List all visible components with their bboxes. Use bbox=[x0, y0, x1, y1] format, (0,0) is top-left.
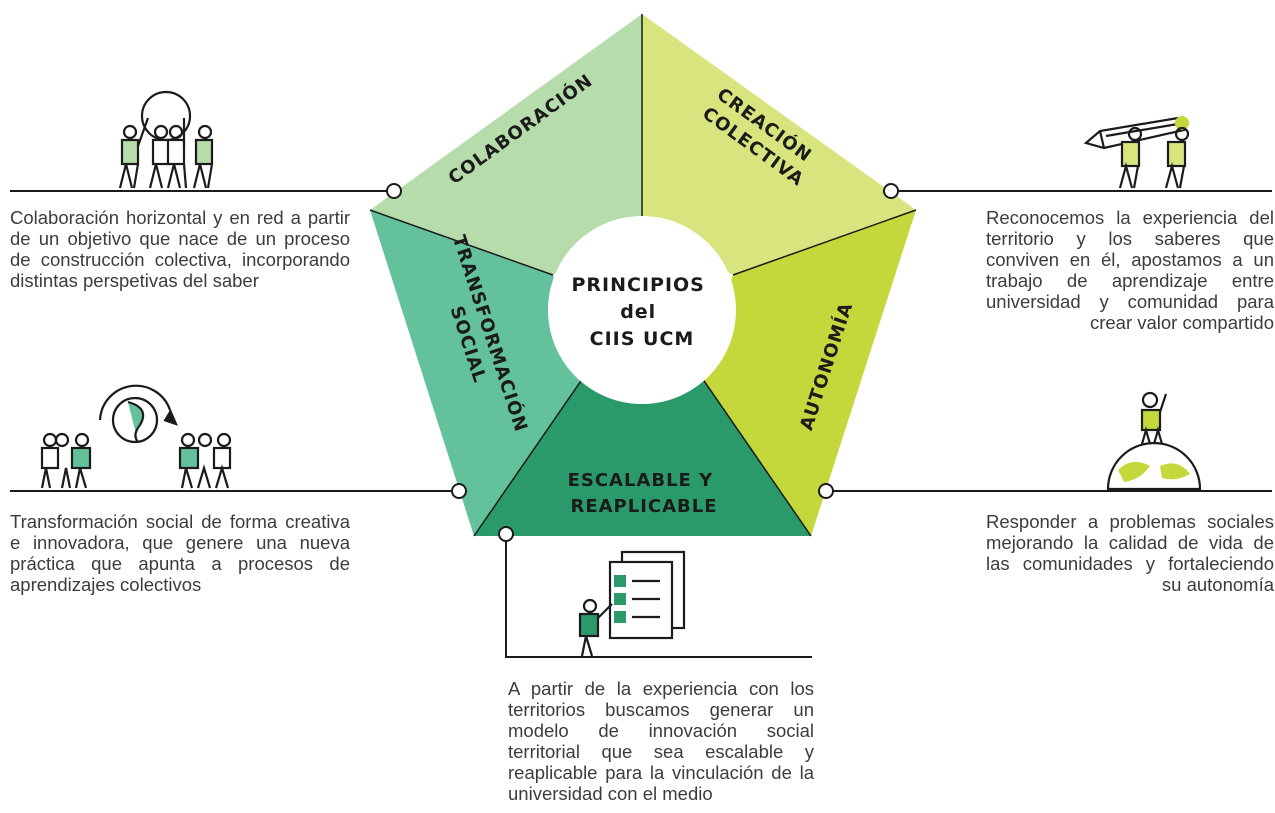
svg-text:ESCALABLE Y REAPLICABLE: ESCALABLE Y REAPLICABLE bbox=[568, 470, 721, 517]
svg-text:PRINCIPIOS del CIIS UC: PRINCIPIOS del CIIS UCM bbox=[572, 274, 713, 350]
segment-creacion-colectiva bbox=[642, 14, 916, 275]
label-escalable-line1: ESCALABLE Y bbox=[568, 470, 714, 491]
segment-dividers bbox=[369, 14, 917, 537]
dot-autonomia bbox=[818, 483, 834, 499]
segment-escalable bbox=[474, 375, 811, 536]
people-carrying-pencil-icon bbox=[1083, 116, 1190, 189]
dot-creacion bbox=[883, 183, 899, 199]
dot-escalable bbox=[498, 526, 514, 542]
center-title-line1: PRINCIPIOS bbox=[572, 274, 705, 296]
description-colaboracion: Colaboración horizontal y en red a parti… bbox=[10, 207, 350, 291]
dot-transformacion bbox=[451, 483, 467, 499]
description-creacion: Reconocemos la experiencia del territori… bbox=[986, 207, 1274, 333]
label-escalable-line2: REAPLICABLE bbox=[570, 496, 717, 517]
person-on-globe-icon bbox=[1106, 391, 1202, 491]
center-title-line3: CIIS UCM bbox=[590, 328, 695, 350]
segment-autonomia bbox=[700, 210, 916, 536]
description-autonomia: Responder a problemas sociales mejorando… bbox=[986, 511, 1274, 595]
team-lifting-circle-icon bbox=[118, 90, 214, 189]
connector-dots bbox=[386, 183, 899, 542]
segment-colaboracion bbox=[370, 14, 642, 275]
segment-transformacion bbox=[370, 210, 585, 536]
description-escalable: A partir de la experiencia con los terri… bbox=[508, 678, 814, 804]
center-title-line2: del bbox=[620, 301, 656, 323]
description-transformacion: Transformación social de forma creativa … bbox=[10, 511, 350, 595]
center-circle bbox=[548, 216, 736, 404]
person-pointing-checklist-icon bbox=[578, 550, 686, 657]
connector-lines bbox=[10, 190, 1272, 658]
dot-colaboracion bbox=[386, 183, 402, 199]
people-passing-globe-icon bbox=[40, 384, 232, 489]
